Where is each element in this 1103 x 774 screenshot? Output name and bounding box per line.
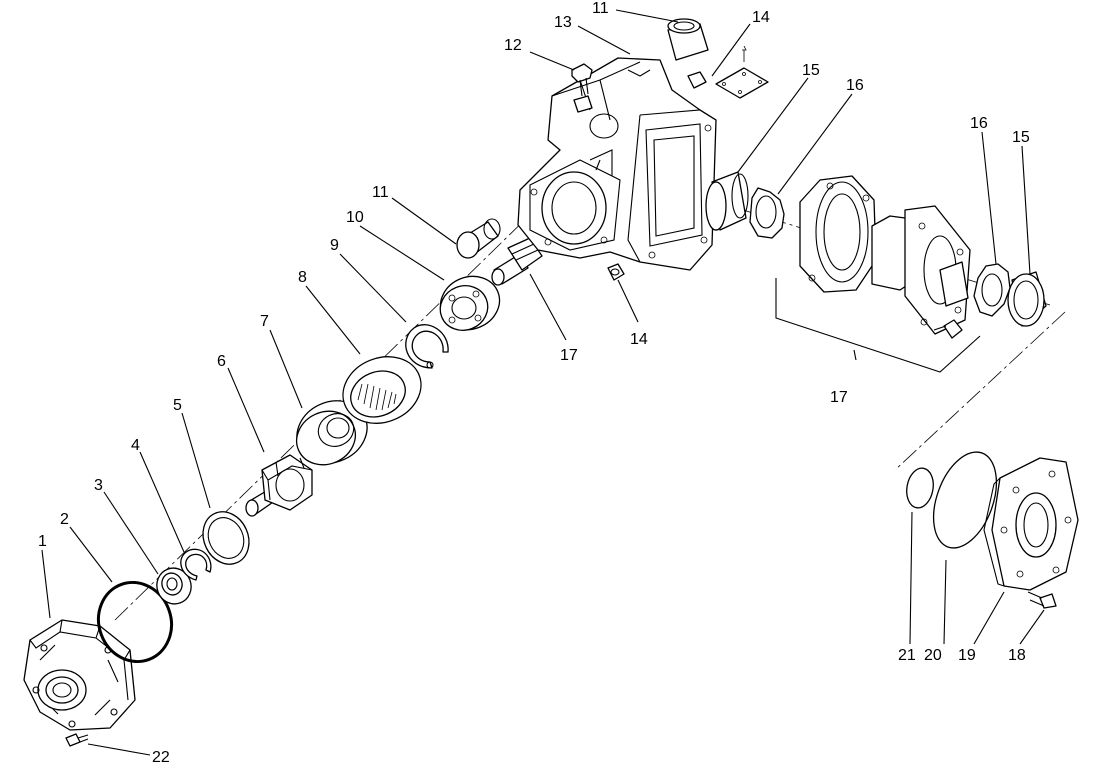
callout-14-lower: 14 bbox=[630, 331, 648, 348]
callout-6: 6 bbox=[217, 353, 226, 370]
callout-10: 10 bbox=[346, 209, 364, 226]
callout-15-right: 15 bbox=[1012, 129, 1030, 146]
main-gear-case bbox=[517, 57, 717, 271]
part-17-differential-assembly bbox=[799, 175, 971, 339]
part-17-input-pinion bbox=[491, 237, 543, 286]
callout-7: 7 bbox=[260, 313, 269, 330]
part-12-breather bbox=[571, 63, 593, 113]
part-2-o-ring bbox=[97, 580, 173, 664]
part-16-adjusting-nut-left bbox=[749, 187, 785, 239]
callout-16-left: 16 bbox=[846, 77, 864, 94]
part-14-plug-lower bbox=[607, 263, 625, 281]
part-7-bearing-hub bbox=[296, 400, 368, 466]
callout-18: 18 bbox=[1008, 647, 1026, 664]
part-15-bearing-cup-left bbox=[705, 171, 749, 231]
callout-13: 13 bbox=[554, 14, 572, 31]
callout-20: 20 bbox=[924, 647, 942, 664]
part-10-ball-bearing bbox=[439, 275, 501, 331]
callout-9: 9 bbox=[330, 237, 339, 254]
callout-21: 21 bbox=[898, 647, 916, 664]
leader-lines bbox=[41, 9, 1045, 756]
part-8-needle-bearing bbox=[342, 356, 422, 424]
callout-19: 19 bbox=[958, 647, 976, 664]
part-21-seal-ring bbox=[906, 467, 934, 509]
callout-14-upper: 14 bbox=[752, 9, 770, 26]
callout-17-right: 17 bbox=[830, 389, 848, 406]
callout-11-upper: 11 bbox=[592, 0, 609, 17]
callout-2: 2 bbox=[60, 511, 69, 528]
callout-labels: 1 2 3 4 5 6 7 8 9 10 11 12 13 11 14 15 1… bbox=[38, 0, 1030, 766]
callout-17-left: 17 bbox=[560, 347, 578, 364]
part-1-front-cover bbox=[23, 619, 136, 731]
part-19-rear-cover bbox=[983, 457, 1079, 591]
part-14-plug-upper bbox=[687, 45, 769, 99]
callout-1: 1 bbox=[38, 533, 47, 550]
part-11-sleeve-lower bbox=[456, 218, 501, 259]
callout-11-lower: 11 bbox=[372, 184, 389, 201]
callout-22: 22 bbox=[152, 749, 170, 766]
part-22-bolt bbox=[65, 733, 89, 747]
part-16-adjusting-nut-right bbox=[973, 263, 1011, 317]
callout-15-left: 15 bbox=[802, 62, 820, 79]
callout-4: 4 bbox=[131, 437, 140, 454]
callout-8: 8 bbox=[298, 269, 307, 286]
part-3-bearing bbox=[156, 567, 192, 605]
part-11-sleeve-upper bbox=[667, 18, 709, 61]
callout-12: 12 bbox=[504, 37, 522, 54]
callout-3: 3 bbox=[94, 477, 103, 494]
part-6-pinion-shaft bbox=[245, 454, 313, 517]
part-4-snap-ring bbox=[180, 548, 212, 581]
callout-16-right: 16 bbox=[970, 115, 988, 132]
part-17-bracket bbox=[775, 278, 981, 373]
part-20-gasket bbox=[932, 451, 998, 549]
part-18-bolt bbox=[1027, 591, 1057, 609]
part-5-washer bbox=[202, 511, 250, 565]
part-15-bearing-cup-right bbox=[1007, 271, 1047, 327]
callout-5: 5 bbox=[173, 397, 182, 414]
part-9-retaining-ring bbox=[405, 324, 449, 369]
